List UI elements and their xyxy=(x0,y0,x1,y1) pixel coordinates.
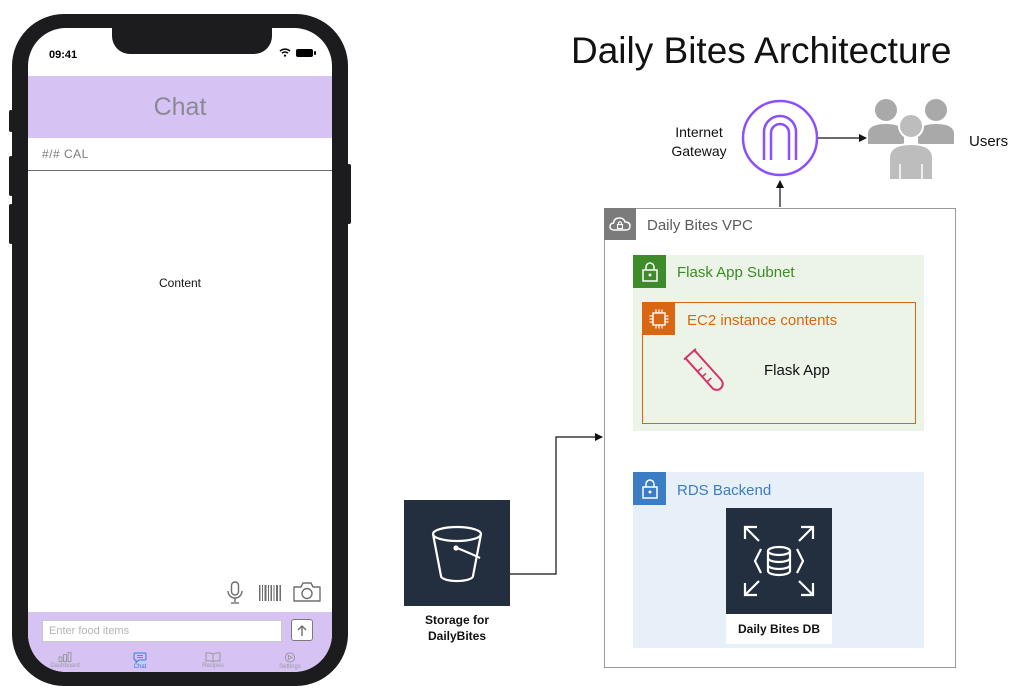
rds-database-icon xyxy=(743,525,815,597)
s3-storage-service xyxy=(404,500,510,606)
subnet-label: Flask App Subnet xyxy=(677,264,795,281)
phone-screen: 09:41 Chat #/# CAL Content xyxy=(28,28,332,672)
chip-icon xyxy=(649,309,668,328)
test-tube-icon xyxy=(683,348,724,391)
status-time: 09:41 xyxy=(49,49,78,61)
status-icons xyxy=(279,48,316,57)
tab-label: Settings xyxy=(279,664,301,670)
send-button[interactable] xyxy=(291,619,313,641)
content-placeholder: Content xyxy=(158,276,202,290)
tab-label: Chat xyxy=(133,664,147,670)
tab-label: Recipes xyxy=(202,663,224,669)
tab-chat[interactable]: Chat xyxy=(110,650,170,670)
tab-dashboard[interactable]: Dashboard xyxy=(35,650,95,669)
users-icon xyxy=(868,99,954,181)
book-icon xyxy=(205,652,221,662)
database-label: Daily Bites DB xyxy=(726,614,832,644)
rds-label: RDS Backend xyxy=(677,482,772,499)
food-items-input[interactable]: Enter food items xyxy=(42,620,282,642)
page-title: Chat xyxy=(153,92,207,121)
tab-recipes[interactable]: Recipes xyxy=(183,650,243,669)
battery-icon xyxy=(296,48,316,57)
phone-mute-switch xyxy=(9,110,13,132)
flask-app-label: Flask App xyxy=(764,362,830,379)
camera-icon[interactable] xyxy=(292,581,322,603)
barcode-icon[interactable] xyxy=(258,584,282,602)
users-label: Users xyxy=(969,133,1009,150)
ec2-instance-container xyxy=(642,302,916,424)
lock-icon xyxy=(641,261,658,282)
internet-gateway-icon xyxy=(741,99,819,177)
ec2-label: EC2 instance contents xyxy=(687,312,838,329)
phone-volume-up xyxy=(9,156,13,196)
ec2-chip-icon xyxy=(642,302,675,335)
flask-app-subnet xyxy=(633,255,924,431)
storage-to-vpc-arrow xyxy=(510,433,603,575)
microphone-icon[interactable] xyxy=(226,581,244,605)
lock-icon xyxy=(641,478,658,499)
message-input-bar: Enter food items xyxy=(28,612,332,650)
tab-label: Dashboard xyxy=(50,663,80,669)
subnet-lock-icon xyxy=(633,255,666,288)
cloud-lock-icon xyxy=(609,217,631,231)
calorie-row: #/# CAL xyxy=(28,138,332,171)
chat-header: Chat xyxy=(28,76,332,138)
storage-label: Storage for DailyBites xyxy=(424,613,489,643)
phone-power-button xyxy=(347,164,351,224)
internet-gateway-label: Internet Gateway xyxy=(671,124,727,159)
vpc-cloud-icon xyxy=(604,208,636,240)
vpc-label: Daily Bites VPC xyxy=(647,217,753,234)
diagram-title: Daily Bites Architecture xyxy=(571,30,952,71)
chat-bubble-icon xyxy=(133,652,147,663)
tab-bar: Dashboard Chat Recipes xyxy=(28,650,332,672)
s3-bucket-icon xyxy=(431,525,483,583)
calorie-counter: #/# CAL xyxy=(42,147,89,161)
arrow-up-icon xyxy=(297,624,307,636)
tab-settings[interactable]: Settings xyxy=(260,650,320,670)
phone-mockup: 09:41 Chat #/# CAL Content xyxy=(9,14,351,686)
bar-chart-icon xyxy=(58,652,72,662)
rds-database-service xyxy=(726,508,832,614)
settings-icon xyxy=(284,652,296,663)
phone-notch xyxy=(112,28,272,54)
wifi-icon xyxy=(279,48,291,57)
phone-volume-down xyxy=(9,204,13,244)
rds-lock-icon-wrap xyxy=(633,472,666,505)
